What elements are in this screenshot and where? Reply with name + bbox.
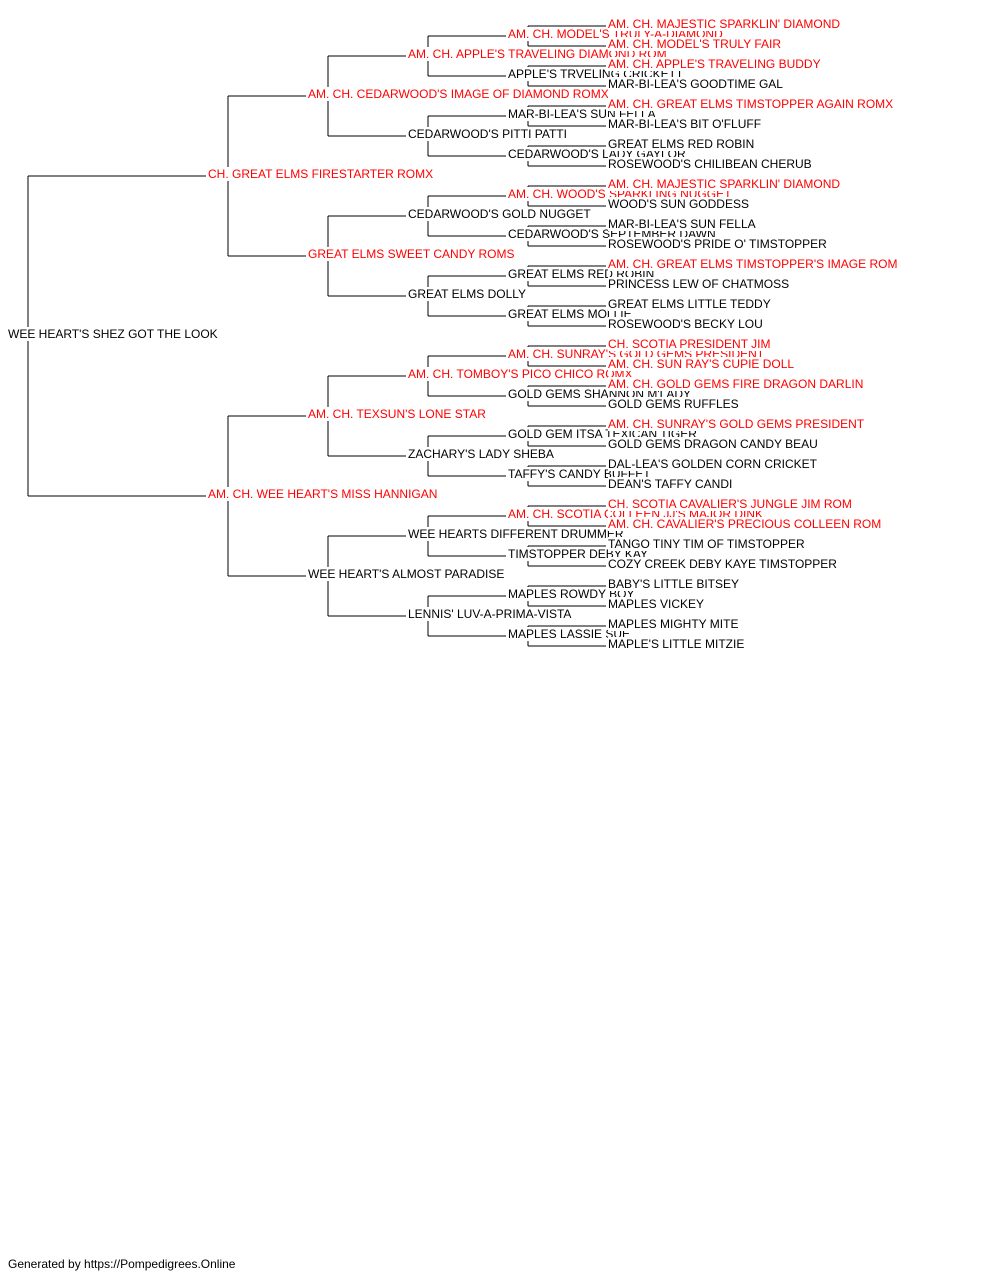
ancestor-name-gen5: AM. CH. MAJESTIC SPARKLIN' DIAMOND xyxy=(608,17,843,31)
ancestor-name-gen5: AM. CH. APPLE'S TRAVELING BUDDY xyxy=(608,57,823,71)
ancestor-name-gen5: ROSEWOOD'S CHILIBEAN CHERUB xyxy=(608,157,814,171)
ancestor-name-gen2: AM. CH. TEXSUN'S LONE STAR xyxy=(308,407,488,421)
ancestor-name-gen4: MAPLES LASSIE SUE xyxy=(508,627,633,641)
ancestor-name-gen5: MAPLES MIGHTY MITE xyxy=(608,617,741,631)
ancestor-name-gen5: AM. CH. SUN RAY'S CUPIE DOLL xyxy=(608,357,797,371)
subject-dog-name: WEE HEART'S SHEZ GOT THE LOOK xyxy=(8,327,220,341)
ancestor-name-gen1: CH. GREAT ELMS FIRESTARTER ROMX xyxy=(208,167,436,181)
footer-credit: Generated by https://Pompedigrees.Online xyxy=(8,1257,236,1271)
ancestor-name-gen5: MAR-BI-LEA'S GOODTIME GAL xyxy=(608,77,785,91)
ancestor-name-gen3: GREAT ELMS DOLLY xyxy=(408,287,529,301)
ancestor-name-gen3: CEDARWOOD'S PITTI PATTI xyxy=(408,127,569,141)
ancestor-name-gen3: ZACHARY'S LADY SHEBA xyxy=(408,447,556,461)
ancestor-name-gen5: GOLD GEMS RUFFLES xyxy=(608,397,741,411)
ancestor-name-gen3: CEDARWOOD'S GOLD NUGGET xyxy=(408,207,593,221)
ancestor-name-gen3: WEE HEARTS DIFFERENT DRUMMER xyxy=(408,527,626,541)
ancestor-name-gen5: MAR-BI-LEA'S SUN FELLA xyxy=(608,217,758,231)
ancestor-name-gen5: CH. SCOTIA CAVALIER'S JUNGLE JIM ROM xyxy=(608,497,854,511)
ancestor-name-gen5: MAPLES VICKEY xyxy=(608,597,707,611)
ancestor-name-gen5: ROSEWOOD'S PRIDE O' TIMSTOPPER xyxy=(608,237,829,251)
ancestor-name-gen5: AM. CH. MAJESTIC SPARKLIN' DIAMOND xyxy=(608,177,843,191)
ancestor-name-gen5: DEAN'S TAFFY CANDI xyxy=(608,477,735,491)
ancestor-name-gen5: COZY CREEK DEBY KAYE TIMSTOPPER xyxy=(608,557,839,571)
ancestor-name-gen5: AM. CH. GOLD GEMS FIRE DRAGON DARLIN xyxy=(608,377,866,391)
ancestor-name-gen5: WOOD'S SUN GODDESS xyxy=(608,197,751,211)
ancestor-name-gen5: MAPLE'S LITTLE MITZIE xyxy=(608,637,747,651)
ancestor-name-gen5: AM. CH. MODEL'S TRULY FAIR xyxy=(608,37,783,51)
ancestor-name-gen5: GREAT ELMS LITTLE TEDDY xyxy=(608,297,773,311)
ancestor-name-gen2: GREAT ELMS SWEET CANDY ROMS xyxy=(308,247,517,261)
ancestor-name-gen2: WEE HEART'S ALMOST PARADISE xyxy=(308,567,507,581)
ancestor-name-gen5: DAL-LEA'S GOLDEN CORN CRICKET xyxy=(608,457,819,471)
ancestor-name-gen1: AM. CH. WEE HEART'S MISS HANNIGAN xyxy=(208,487,440,501)
ancestor-name-gen5: PRINCESS LEW OF CHATMOSS xyxy=(608,277,792,291)
ancestor-name-gen5: GOLD GEMS DRAGON CANDY BEAU xyxy=(608,437,820,451)
ancestor-name-gen5: AM. CH. SUNRAY'S GOLD GEMS PRESIDENT xyxy=(608,417,867,431)
ancestor-name-gen5: BABY'S LITTLE BITSEY xyxy=(608,577,742,591)
ancestor-name-gen2: AM. CH. CEDARWOOD'S IMAGE OF DIAMOND ROM… xyxy=(308,87,611,101)
ancestor-name-gen5: GREAT ELMS RED ROBIN xyxy=(608,137,757,151)
ancestor-name-gen5: AM. CH. GREAT ELMS TIMSTOPPER AGAIN ROMX xyxy=(608,97,896,111)
ancestor-name-gen5: ROSEWOOD'S BECKY LOU xyxy=(608,317,765,331)
ancestor-name-gen5: AM. CH. GREAT ELMS TIMSTOPPER'S IMAGE RO… xyxy=(608,257,900,271)
ancestor-name-gen5: MAR-BI-LEA'S BIT O'FLUFF xyxy=(608,117,764,131)
ancestor-name-gen5: CH. SCOTIA PRESIDENT JIM xyxy=(608,337,773,351)
ancestor-name-gen3: LENNIS' LUV-A-PRIMA-VISTA xyxy=(408,607,574,621)
ancestor-name-gen3: AM. CH. APPLE'S TRAVELING DIAMOND ROM xyxy=(408,47,669,61)
ancestor-name-gen5: AM. CH. CAVALIER'S PRECIOUS COLLEEN ROM xyxy=(608,517,884,531)
ancestor-name-gen3: AM. CH. TOMBOY'S PICO CHICO ROMX xyxy=(408,367,635,381)
ancestor-name-gen5: TANGO TINY TIM OF TIMSTOPPER xyxy=(608,537,807,551)
ancestor-name-gen4: MAPLES ROWDY BOY xyxy=(508,587,637,601)
ancestor-name-gen4: GREAT ELMS MOLLIE xyxy=(508,307,634,321)
